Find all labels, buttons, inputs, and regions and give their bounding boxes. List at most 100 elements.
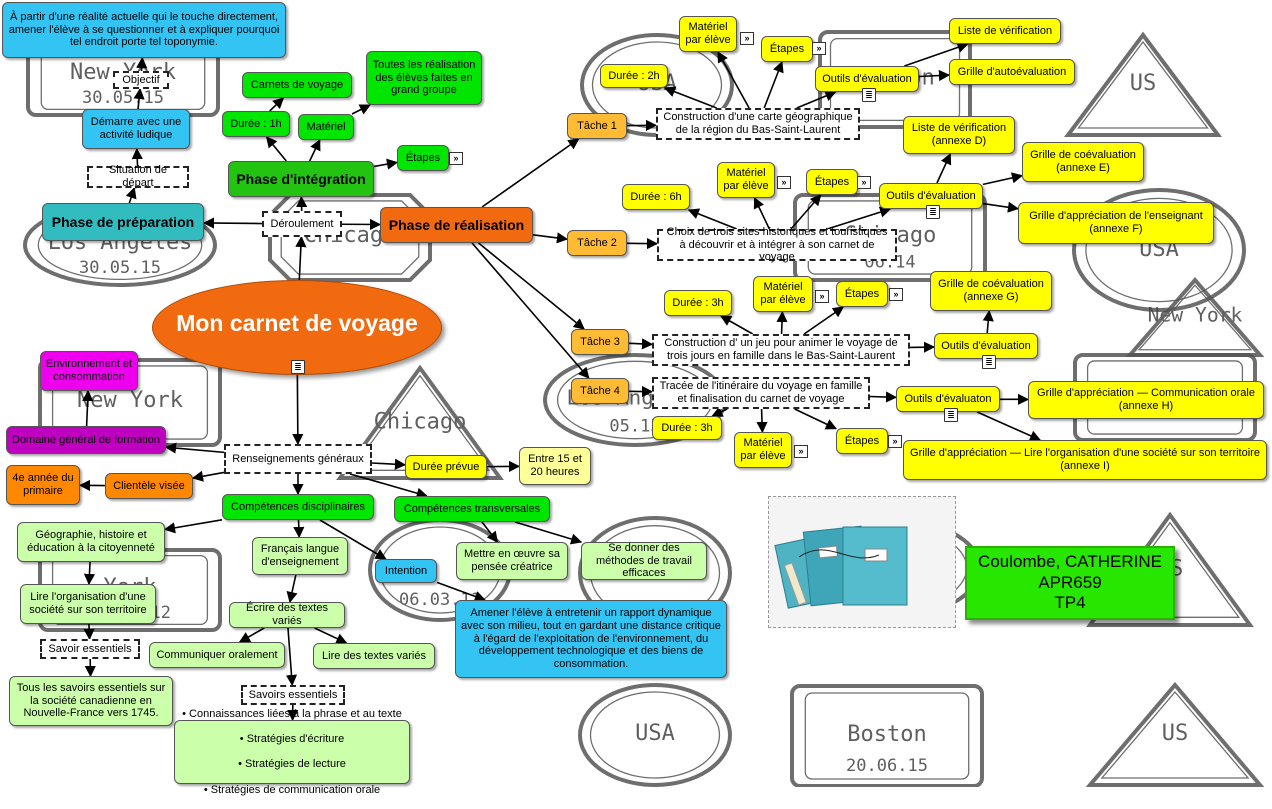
note-icon[interactable]: ≣: [982, 355, 996, 369]
tache-3-grille[interactable]: Grille de coévaluation (annexe G): [930, 271, 1052, 311]
tache-4-duree[interactable]: Durée : 3h: [652, 416, 722, 440]
objectif-text-node[interactable]: À partir d'une réalité actuelle qui le t…: [2, 2, 286, 58]
notebook-image: [769, 497, 955, 627]
integration-duree-node[interactable]: Durée : 1h: [222, 111, 290, 137]
tache-4-node[interactable]: Tâche 4: [571, 378, 629, 404]
deroulement-node[interactable]: Déroulement: [262, 211, 342, 237]
tache-1-outil-2[interactable]: Grille d'autoévaluation: [949, 59, 1075, 85]
duree-prevue-node[interactable]: Durée prévue: [405, 455, 487, 479]
competences-transversales-node[interactable]: Compétences transversales: [394, 496, 550, 522]
phase-integration[interactable]: Phase d'intégration: [228, 161, 374, 197]
intention-text-node[interactable]: Amener l'élève à entretenir un rapport d…: [455, 600, 727, 678]
tache-2-materiel[interactable]: Matériel par élève: [717, 162, 775, 198]
connector-arrow: [791, 195, 821, 229]
tache-2-duree[interactable]: Durée : 6h: [622, 184, 690, 210]
connaissances-node[interactable]: • Connaissances liées à la phrase et au …: [174, 720, 410, 784]
tache-3-description[interactable]: Construction d' un jeu pour animer le vo…: [652, 334, 910, 366]
tache-1-duree[interactable]: Durée : 2h: [600, 64, 668, 88]
connector-arrow: [299, 237, 301, 280]
expand-arrow-icon[interactable]: »: [777, 176, 791, 189]
realisations-node[interactable]: Toutes les réalisation des élèves faites…: [366, 51, 482, 105]
renseignements-node[interactable]: Renseignements généraux: [224, 444, 372, 474]
geographie-node[interactable]: Géographie, histoire et éducation à la c…: [17, 522, 165, 562]
competences-disciplinaires-node[interactable]: Compétences disciplinaires: [222, 494, 374, 520]
connector-arrow: [870, 396, 896, 397]
tache-4-description[interactable]: Tracée de l'itinéraire du voyage en fami…: [652, 377, 870, 409]
francais-node[interactable]: Français langue d'enseignement: [252, 537, 348, 575]
tache-4-etapes[interactable]: Étapes: [836, 428, 888, 454]
phase-preparation[interactable]: Phase de préparation: [42, 203, 204, 241]
intention-node[interactable]: Intention: [375, 559, 437, 583]
methodes-travail-node[interactable]: Se donner des méthodes de travail effica…: [581, 542, 707, 580]
tache-2-outil-1[interactable]: Liste de vérification (annexe D): [903, 116, 1015, 154]
situation-depart-node[interactable]: Situation de départ: [87, 166, 189, 188]
lire-textes-node[interactable]: Lire des textes variés: [313, 643, 435, 669]
savoirs-text: Tous les savoirs essentiels sur la socié…: [14, 682, 168, 720]
tache-3-materiel[interactable]: Matériel par élève: [753, 276, 813, 312]
note-icon[interactable]: ≣: [944, 408, 958, 422]
tache-3-etapes[interactable]: Étapes: [836, 281, 888, 307]
tache-4-materiel[interactable]: Matériel par élève: [734, 432, 792, 468]
tache-3-duree[interactable]: Durée : 3h: [664, 290, 732, 316]
heures-node[interactable]: Entre 15 et 20 heures: [519, 447, 591, 485]
lire-organisation-node[interactable]: Lire l'organisation d'une société sur so…: [20, 584, 156, 624]
note-icon[interactable]: ≣: [862, 88, 876, 102]
connector-arrow: [193, 472, 224, 478]
connaissances-list: • Connaissances liées à la phrase et au …: [182, 695, 402, 809]
expand-arrow-icon[interactable]: »: [449, 152, 463, 165]
savoirs-text-node[interactable]: Tous les savoirs essentiels sur la socié…: [9, 676, 173, 726]
tache-1-description[interactable]: Construction d'une carte géographique de…: [656, 108, 860, 140]
tache-2-etapes-label: Étapes: [815, 176, 849, 189]
tache-4-outil-1[interactable]: Grille d'appréciation — Communication or…: [1028, 381, 1264, 419]
expand-arrow-icon[interactable]: »: [812, 42, 826, 55]
connector-arrow: [129, 188, 134, 203]
tache-4-outil-2[interactable]: Grille d'appréciation — Lire l'organisat…: [903, 440, 1267, 480]
activite-ludique-node[interactable]: Démarre avec une activité ludique: [82, 109, 190, 149]
tache-2-outil-3[interactable]: Grille d'appréciation de l'enseignant (a…: [1018, 202, 1214, 244]
tache-2-node[interactable]: Tâche 2: [567, 230, 627, 256]
tache-4-outil-1-label: Grille d'appréciation — Communication or…: [1033, 387, 1259, 412]
expand-arrow-icon[interactable]: »: [740, 32, 754, 45]
connector-arrow: [919, 75, 949, 76]
integration-etapes-label: Étapes: [406, 152, 440, 165]
expand-arrow-icon[interactable]: »: [815, 290, 829, 303]
ecrire-node[interactable]: Écrire des textes variés: [229, 602, 345, 628]
phase-realisation[interactable]: Phase de réalisation: [380, 207, 533, 243]
tache-2-etapes[interactable]: Étapes: [806, 169, 858, 195]
note-icon[interactable]: ≣: [926, 205, 940, 219]
integration-etapes-node[interactable]: Étapes: [397, 145, 449, 171]
tache-2-outil-2[interactable]: Grille de coévaluation (annexe E): [1022, 142, 1144, 182]
carnets-voyage-node[interactable]: Carnets de voyage: [242, 72, 352, 98]
lire-textes-label: Lire des textes variés: [322, 650, 426, 663]
integration-materiel-node[interactable]: Matériel: [298, 114, 354, 140]
expand-arrow-icon[interactable]: »: [794, 445, 808, 458]
heures-label: Entre 15 et 20 heures: [524, 453, 586, 478]
connector-arrow: [138, 89, 140, 109]
annee-node[interactable]: 4e année du primaire: [6, 465, 80, 505]
expand-arrow-icon[interactable]: »: [889, 288, 903, 301]
savoir-essentiels-node[interactable]: Savoir essentiels: [40, 639, 140, 659]
environnement-label: Environnement et consommation: [45, 358, 133, 383]
pensee-creatrice-node[interactable]: Mettre en œuvre sa pensée créatrice: [456, 542, 568, 580]
environnement-node[interactable]: Environnement et consommation: [40, 351, 138, 391]
tache-3-duree-label: Durée : 3h: [672, 297, 723, 310]
tache-1-node[interactable]: Tâche 1: [567, 113, 627, 139]
tache-3-node[interactable]: Tâche 3: [571, 329, 629, 355]
tache-1-materiel[interactable]: Matériel par élève: [679, 16, 737, 52]
expand-arrow-icon[interactable]: »: [857, 176, 871, 189]
objectif-node[interactable]: Objectif: [113, 71, 169, 89]
author-tp: TP4: [1054, 593, 1085, 613]
tache-4-label: Tâche 4: [580, 385, 620, 398]
intention-label: Intention: [385, 565, 427, 578]
connector-arrow: [374, 162, 397, 166]
clientele-node[interactable]: Clientèle visée: [105, 473, 193, 499]
tache-1-etapes[interactable]: Étapes: [761, 36, 813, 62]
domaine-node[interactable]: Domaine général de formation: [6, 426, 166, 454]
communiquer-node[interactable]: Communiquer oralement: [149, 642, 285, 668]
tache-1-label: Tâche 1: [577, 120, 617, 133]
tache-2-description[interactable]: Choix de trois sites historiques et tour…: [657, 229, 897, 261]
expand-arrow-icon[interactable]: »: [888, 435, 902, 448]
tache-1-outil-1[interactable]: Liste de vérification: [949, 18, 1061, 44]
note-icon[interactable]: ≣: [291, 360, 305, 374]
phase-integration-label: Phase d'intégration: [236, 171, 365, 187]
